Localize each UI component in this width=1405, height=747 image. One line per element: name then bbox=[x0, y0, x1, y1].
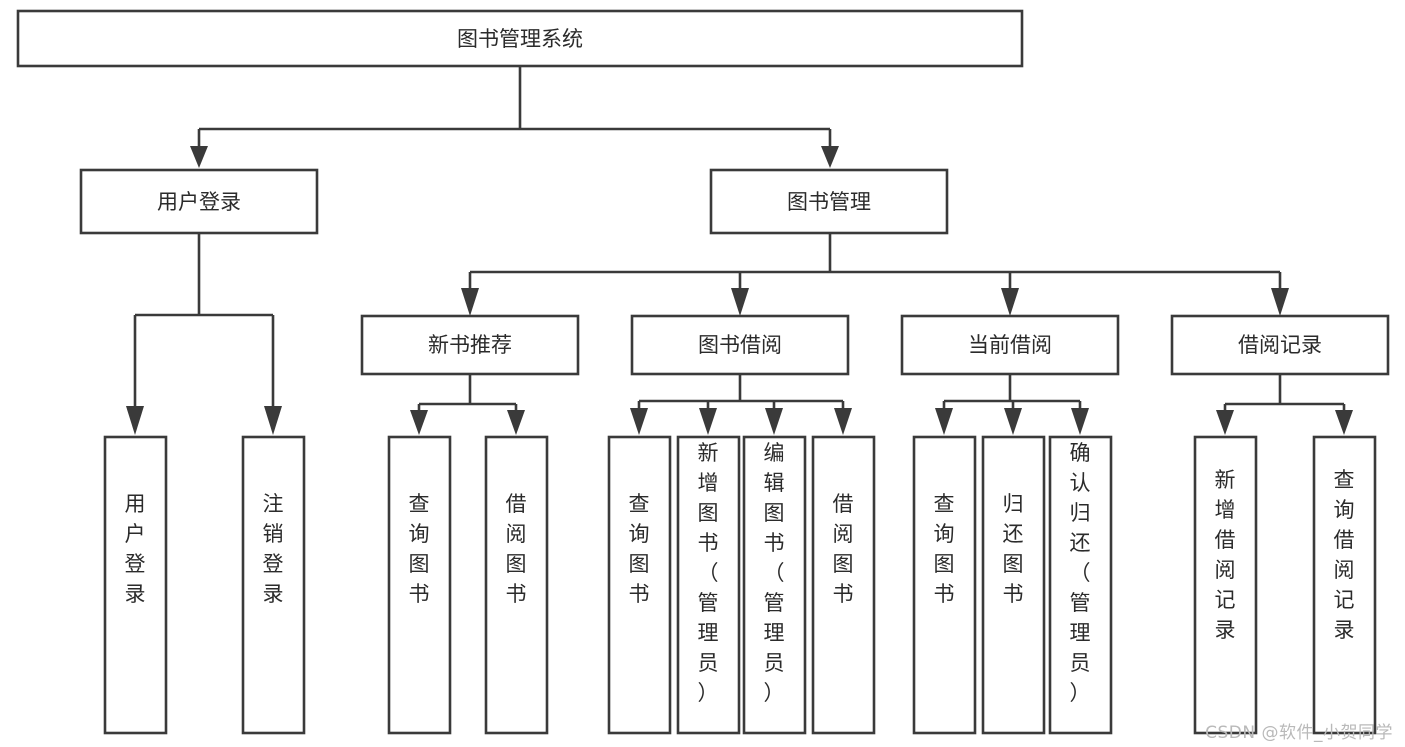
node-leaf-query-record-box[interactable] bbox=[1312, 435, 1377, 735]
arrow-head-new-book-recommend bbox=[461, 288, 479, 316]
connector-group-root-to-level2 bbox=[190, 66, 839, 168]
node-borrow-record-label: 借阅记录 bbox=[1238, 333, 1322, 357]
node-leaf-query-record-label: 查询借阅记录 bbox=[1334, 468, 1355, 642]
arrow-head-book-borrow bbox=[731, 288, 749, 316]
node-leaf-borrow-book-1-label: 借阅图书 bbox=[506, 492, 527, 606]
node-new-book-recommend-label: 新书推荐 bbox=[428, 333, 512, 357]
node-root-box[interactable] bbox=[16, 9, 1024, 68]
arrow-head-current-borrow bbox=[1001, 288, 1019, 316]
connector-group-user-login-to-leaves bbox=[126, 233, 282, 435]
arrow-head-leaf-borrow-book-2 bbox=[834, 408, 852, 435]
node-leaf-query-book-2-box[interactable] bbox=[607, 435, 672, 735]
arrow-head-leaf-borrow-book-1 bbox=[507, 410, 525, 435]
node-leaf-edit-book-label: 编辑图书（管理员） bbox=[764, 441, 785, 705]
node-leaf-user-login-box[interactable] bbox=[103, 435, 168, 735]
node-new-book-recommend[interactable]: 新书推荐 bbox=[360, 314, 580, 376]
node-leaf-query-book-1-box[interactable] bbox=[387, 435, 452, 735]
node-leaf-confirm-return-box[interactable] bbox=[1048, 435, 1113, 735]
node-leaf-query-book-3-label: 查询图书 bbox=[934, 492, 955, 606]
node-book-borrow-box[interactable] bbox=[630, 314, 850, 376]
connector-group-borrow-record-to-leaves bbox=[1216, 374, 1353, 435]
node-leaf-return-book[interactable]: 归还图书 bbox=[981, 435, 1046, 735]
node-leaf-logout-login[interactable]: 注销登录 bbox=[241, 435, 306, 735]
arrow-head-leaf-logout-login bbox=[264, 406, 282, 435]
node-leaf-return-book-box[interactable] bbox=[981, 435, 1046, 735]
node-current-borrow-box[interactable] bbox=[900, 314, 1120, 376]
arrow-head-leaf-add-book bbox=[699, 408, 717, 435]
node-user-login-box[interactable] bbox=[79, 168, 319, 235]
node-leaf-user-login-label: 用户登录 bbox=[125, 492, 146, 606]
node-leaf-user-login[interactable]: 用户登录 bbox=[103, 435, 168, 735]
node-leaf-add-record-box[interactable] bbox=[1193, 435, 1258, 735]
node-leaf-borrow-book-2[interactable]: 借阅图书 bbox=[811, 435, 876, 735]
node-new-book-recommend-box[interactable] bbox=[360, 314, 580, 376]
node-book-manage[interactable]: 图书管理 bbox=[709, 168, 949, 235]
node-leaf-borrow-book-2-box[interactable] bbox=[811, 435, 876, 735]
node-leaf-add-book-box[interactable] bbox=[676, 435, 741, 735]
connector-group-new-book-recommend-to-leaves bbox=[410, 374, 525, 435]
node-current-borrow-label: 当前借阅 bbox=[968, 333, 1052, 357]
node-borrow-record-box[interactable] bbox=[1170, 314, 1390, 376]
arrow-head-leaf-query-book-2 bbox=[630, 408, 648, 435]
node-leaf-logout-login-box[interactable] bbox=[241, 435, 306, 735]
arrow-head-leaf-query-book-1 bbox=[410, 410, 428, 435]
node-leaf-query-book-3-box[interactable] bbox=[912, 435, 977, 735]
node-leaf-query-book-2-label: 查询图书 bbox=[629, 492, 650, 606]
arrow-head-book-manage bbox=[821, 146, 839, 168]
arrow-head-leaf-query-record bbox=[1335, 410, 1353, 435]
node-user-login[interactable]: 用户登录 bbox=[79, 168, 319, 235]
node-book-manage-box[interactable] bbox=[709, 168, 949, 235]
node-leaf-edit-book[interactable]: 编辑图书（管理员） bbox=[742, 435, 807, 735]
arrow-head-leaf-return-book bbox=[1004, 408, 1022, 435]
node-root-book-management-system[interactable]: 图书管理系统 bbox=[16, 9, 1024, 68]
node-current-borrow[interactable]: 当前借阅 bbox=[900, 314, 1120, 376]
arrow-head-leaf-edit-book bbox=[765, 408, 783, 435]
node-leaf-add-book[interactable]: 新增图书（管理员） bbox=[676, 435, 741, 735]
node-book-borrow-label: 图书借阅 bbox=[698, 333, 782, 357]
node-leaf-confirm-return[interactable]: 确认归还（管理员） bbox=[1048, 435, 1113, 735]
connector-group-current-borrow-to-leaves bbox=[935, 374, 1089, 435]
node-root-label: 图书管理系统 bbox=[457, 27, 583, 51]
node-leaf-confirm-return-label: 确认归还（管理员） bbox=[1070, 441, 1091, 705]
node-leaf-add-record-label: 新增借阅记录 bbox=[1215, 468, 1236, 642]
node-leaf-add-book-label: 新增图书（管理员） bbox=[698, 441, 719, 705]
node-leaf-query-book-1-label: 查询图书 bbox=[409, 492, 430, 606]
node-leaf-return-book-label: 归还图书 bbox=[1003, 492, 1024, 606]
node-leaf-borrow-book-2-label: 借阅图书 bbox=[833, 492, 854, 606]
node-leaf-logout-login-label: 注销登录 bbox=[263, 492, 284, 606]
arrow-head-leaf-confirm-return bbox=[1071, 408, 1089, 435]
node-leaf-borrow-book-1[interactable]: 借阅图书 bbox=[484, 435, 549, 735]
node-leaf-query-book-2[interactable]: 查询图书 bbox=[607, 435, 672, 735]
node-leaf-add-record[interactable]: 新增借阅记录 bbox=[1193, 435, 1258, 735]
node-leaf-query-record[interactable]: 查询借阅记录 bbox=[1312, 435, 1377, 735]
node-book-borrow[interactable]: 图书借阅 bbox=[630, 314, 850, 376]
node-leaf-query-book-1[interactable]: 查询图书 bbox=[387, 435, 452, 735]
connector-group-book-manage-to-level3 bbox=[461, 233, 1289, 316]
arrow-head-leaf-add-record bbox=[1216, 410, 1234, 435]
arrow-head-borrow-record bbox=[1271, 288, 1289, 316]
arrow-head-user-login bbox=[190, 146, 208, 168]
node-user-login-label: 用户登录 bbox=[157, 190, 241, 214]
node-borrow-record[interactable]: 借阅记录 bbox=[1170, 314, 1390, 376]
node-leaf-edit-book-box[interactable] bbox=[742, 435, 807, 735]
node-leaf-borrow-book-1-box[interactable] bbox=[484, 435, 549, 735]
node-book-manage-label: 图书管理 bbox=[787, 190, 871, 214]
arrow-head-leaf-query-book-3 bbox=[935, 408, 953, 435]
node-leaf-query-book-3[interactable]: 查询图书 bbox=[912, 435, 977, 735]
arrow-head-leaf-user-login bbox=[126, 406, 144, 435]
connector-group-book-borrow-to-leaves bbox=[630, 374, 852, 435]
csdn-watermark: CSDN @软件_小贺同学 bbox=[1205, 723, 1393, 743]
